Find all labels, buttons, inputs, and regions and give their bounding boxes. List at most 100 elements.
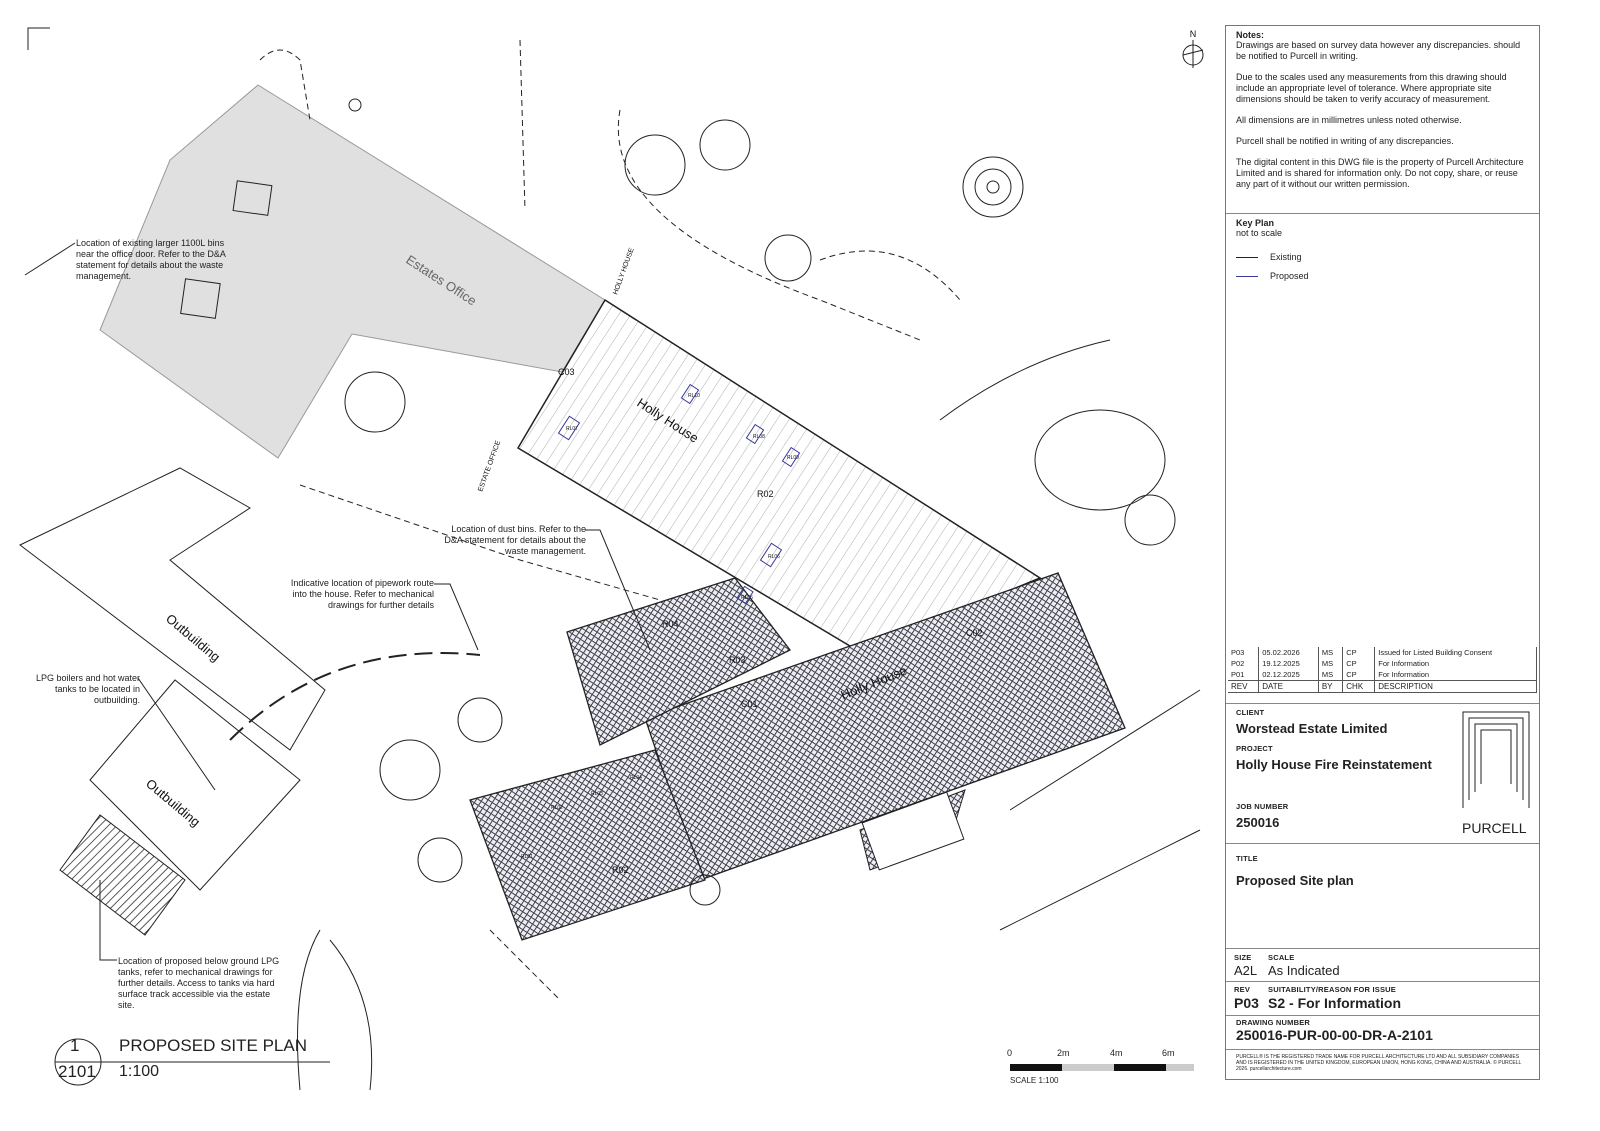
sheet-number: 2101	[58, 1062, 96, 1081]
revision-cell: For Information	[1374, 669, 1537, 681]
proposed-line-swatch	[1236, 276, 1258, 278]
annotation-lpg-tanks: Location of proposed below ground LPG ta…	[118, 956, 280, 1010]
chimney-label: C01	[741, 699, 758, 709]
revision-cell: P01	[1228, 669, 1260, 681]
legend-proposed: Proposed	[1270, 271, 1309, 281]
chimney-label: C02	[966, 628, 983, 638]
note: All dimensions are in millimetres unless…	[1236, 115, 1462, 125]
rooflight-label: RL07	[566, 426, 578, 432]
boundary-lines	[259, 39, 961, 1001]
outbuilding-lower	[89, 679, 301, 891]
drawing-title: PROPOSED SITE PLAN	[119, 1036, 307, 1055]
roof-label: R04	[662, 619, 679, 629]
wing-roof-r03	[566, 577, 791, 746]
roof-label: R03	[729, 655, 746, 665]
revision-cell: 05.02.2026	[1258, 647, 1319, 658]
rooflight-label: RL09	[787, 455, 799, 461]
rooflight-label: RL02	[551, 805, 563, 811]
revision-cell: P02	[1228, 658, 1260, 669]
size-scale-section: SIZE SCALE A2L As Indicated	[1226, 949, 1539, 982]
rooflight-label: RL01	[521, 854, 533, 860]
legend-existing: Existing	[1270, 252, 1302, 262]
drawing-title-text: Proposed Site plan	[1236, 873, 1354, 888]
holly-house-slate-roof	[516, 298, 1042, 653]
title-block: Notes: Drawings are based on survey data…	[1225, 25, 1540, 1080]
scale-caption: SCALE 1:100	[1010, 1076, 1059, 1085]
project-label: PROJECT	[1236, 744, 1273, 753]
revision-cell: For Information	[1374, 658, 1537, 669]
rooflight-label: RL06	[768, 554, 780, 560]
job-number: 250016	[1236, 815, 1280, 830]
client-name: Worstead Estate Limited	[1236, 721, 1388, 736]
revision-cell: CP	[1342, 658, 1376, 669]
notes-heading: Notes:	[1236, 30, 1265, 40]
note: Drawings are based on survey data howeve…	[1236, 40, 1521, 61]
current-revision: P03	[1234, 995, 1259, 1011]
sign-label: HOLLY HOUSE	[612, 247, 636, 296]
revision-cell: Issued for Listed Building Consent	[1374, 647, 1537, 658]
revision-cell: 02.12.2025	[1258, 669, 1319, 681]
revision-cell: 19.12.2025	[1258, 658, 1319, 669]
client-label: CLIENT	[1236, 708, 1265, 717]
scale-tick: 2m	[1057, 1048, 1070, 1058]
road-edge	[999, 689, 1201, 931]
annotation-pipework: Indicative location of pipework route in…	[290, 578, 434, 610]
key-plan-section: Key Plan not to scale Existing Proposed	[1226, 214, 1539, 644]
scale-bar	[1010, 1064, 1194, 1071]
corner-mark	[27, 27, 50, 50]
existing-line-swatch	[1236, 257, 1258, 259]
north-arrow-pointer	[1182, 40, 1204, 68]
key-plan-heading: Key Plan	[1236, 218, 1275, 228]
annotation-lpg-boilers: LPG boilers and hot water tanks to be lo…	[35, 673, 140, 705]
key-plan-subheading: not to scale	[1236, 228, 1283, 238]
drawing-scale: 1:100	[119, 1063, 160, 1080]
rooflight-label: RL05	[741, 595, 753, 601]
revision-cell: CHK	[1342, 680, 1376, 693]
annotation-bins: Location of existing larger 1100L bins n…	[76, 238, 226, 281]
rooflight-label: RL03	[591, 791, 603, 797]
drawing-number-value: 250016-PUR-00-00-DR-A-2101	[1236, 1027, 1433, 1043]
leader-lines	[24, 242, 651, 961]
revision-cell: REV	[1228, 680, 1260, 693]
rooflight-label: RL04	[630, 775, 642, 781]
project-name: Holly House Fire Reinstatement	[1236, 757, 1432, 772]
drawing-number: 1	[70, 1036, 80, 1055]
pond	[1034, 409, 1166, 511]
chimney-label: C03	[558, 367, 575, 377]
revision-cell: P03	[1228, 647, 1260, 658]
sign-label: ESTATE OFFICE	[477, 439, 502, 492]
title-section: TITLE Proposed Site plan	[1226, 844, 1539, 949]
title-label: TITLE	[1236, 854, 1258, 863]
revision-cell: MS	[1318, 647, 1344, 658]
roof-label: R02	[612, 865, 629, 875]
drawing-number-section: DRAWING NUMBER 250016-PUR-00-00-DR-A-210…	[1226, 1016, 1539, 1050]
client-project-section: CLIENT Worstead Estate Limited PROJECT H…	[1226, 704, 1539, 844]
rooflight	[180, 278, 221, 319]
purcell-logo	[1462, 711, 1530, 808]
revision-cell: DATE	[1258, 680, 1319, 693]
size-label: SIZE	[1234, 953, 1252, 962]
revision-cell: MS	[1318, 658, 1344, 669]
suitability-section: REV SUITABILITY/REASON FOR ISSUE P03 S2 …	[1226, 982, 1539, 1016]
note: Due to the scales used any measurements …	[1236, 72, 1507, 104]
outbuilding-label: Outbuilding	[163, 611, 223, 665]
outbuilding-label: Outbuilding	[143, 776, 203, 830]
note: The digital content in this DWG file is …	[1236, 157, 1524, 189]
revision-cell: DESCRIPTION	[1374, 680, 1537, 693]
job-number-label: JOB NUMBER	[1236, 802, 1289, 811]
roof-label: R02	[757, 489, 774, 499]
rooflight	[232, 180, 273, 216]
revision-cell: MS	[1318, 669, 1344, 681]
wing-roof-r02	[469, 749, 706, 941]
scale-tick: 0	[1007, 1048, 1013, 1058]
sheet-scale: As Indicated	[1268, 963, 1340, 978]
rev-label: REV	[1234, 985, 1251, 994]
